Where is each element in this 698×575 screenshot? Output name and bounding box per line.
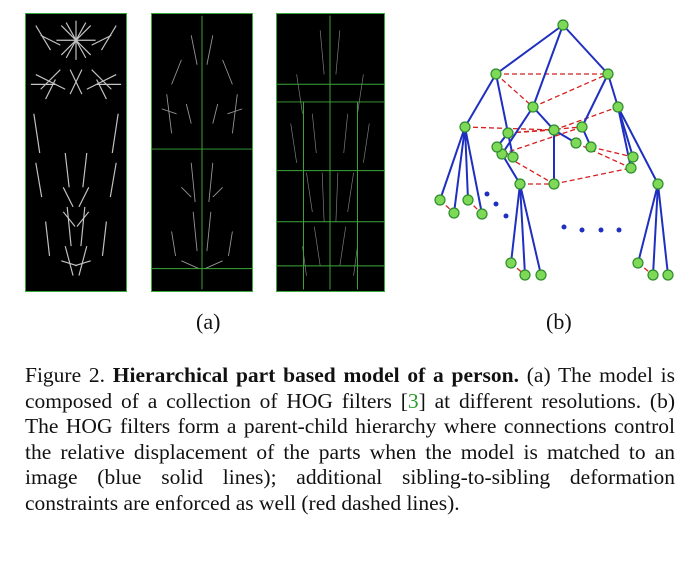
tree-edges [439, 24, 669, 276]
tree-node-F2 [647, 269, 659, 281]
tree-edge-root-L [495, 24, 564, 75]
tree-node-L [490, 68, 502, 80]
ellipsis-dots [484, 191, 622, 233]
tree-node-B1 [505, 257, 517, 269]
tree-edge-L1-LL1 [439, 126, 466, 201]
tree-edge-R2-RR4 [617, 106, 659, 185]
tree-node-MM3 [570, 137, 582, 149]
hog-glyphs-coarse [30, 20, 122, 276]
sibling-edge-MM3-RR3 [575, 142, 632, 169]
sibling-edge-RR1-RR2 [590, 146, 634, 158]
tree-edge-L-L1 [464, 73, 497, 128]
ellipsis-dot-5 [598, 227, 604, 233]
ellipsis-dot-3 [561, 224, 567, 230]
tree-edge-R-R2 [607, 73, 619, 108]
hog-filter-coarse [25, 13, 127, 292]
hog-filter-fine [276, 13, 385, 292]
ellipsis-dot-2 [503, 213, 509, 219]
tree-node-M2 [548, 124, 560, 136]
tree-edge-RR4-F1 [637, 183, 659, 264]
tree-node-R1 [576, 121, 588, 133]
citation-link[interactable]: 3 [407, 388, 419, 413]
tree-edge-M-M1 [501, 106, 534, 155]
tree-node-L1 [459, 121, 471, 133]
tree-edge-L1-LL3 [464, 126, 469, 201]
tree-edge-root-R [562, 24, 609, 75]
tree-node-LL3 [462, 194, 474, 206]
tree-node-RR1 [585, 141, 597, 153]
tree-edge-root-M [532, 24, 564, 108]
tree-edge-L-L2 [495, 73, 509, 134]
panel-label-b: (b) [546, 309, 572, 334]
tree-node-LL1 [434, 194, 446, 206]
tree-node-LM1 [491, 141, 503, 153]
caption-title: Hierarchical part based model of a perso… [112, 363, 519, 387]
figure-caption: Figure 2. Hierarchical part based model … [25, 363, 675, 516]
tree-node-RR3 [625, 162, 637, 174]
tree-edge-L1-LL4 [464, 126, 483, 215]
tree-node-root [557, 19, 569, 31]
hog-filter-medium [151, 13, 253, 292]
ellipsis-dot-0 [484, 191, 490, 197]
tree-node-LL4 [476, 208, 488, 220]
part-hierarchy-tree [434, 19, 674, 281]
tree-node-B3 [535, 269, 547, 281]
tree-node-RR4 [652, 178, 664, 190]
ellipsis-dot-4 [579, 227, 585, 233]
tree-edge-RR4-F2 [652, 183, 659, 276]
tree-node-MM1 [514, 178, 526, 190]
tree-node-L2 [502, 127, 514, 139]
tree-node-RR2 [627, 151, 639, 163]
panel-label-a: (a) [196, 309, 221, 334]
sibling-edge-L-M [495, 73, 534, 108]
tree-node-R [602, 68, 614, 80]
hog-glyphs-fine [277, 15, 384, 290]
tree-edge-M1-MM1 [501, 153, 521, 185]
tree-node-M [527, 101, 539, 113]
hog-glyphs-medium [152, 15, 252, 290]
caption-text-1: (a) The model is composed of a collectio… [25, 363, 676, 413]
tree-nodes [434, 19, 674, 281]
tree-edge-MM1-B3 [519, 183, 542, 276]
figure-2: (a) (b) [25, 13, 674, 334]
tree-node-B2 [519, 269, 531, 281]
tree-edge-L1-LL2 [453, 126, 466, 214]
sibling-edge-L2-M2 [507, 129, 555, 134]
sibling-edge-MM2-RR3 [553, 167, 632, 185]
tree-node-F3 [662, 269, 674, 281]
ellipsis-dot-1 [493, 201, 499, 207]
tree-edge-RR4-F3 [657, 183, 669, 276]
tree-node-LL2 [448, 207, 460, 219]
sibling-edge-M-R [532, 73, 609, 108]
caption-text-2: ] at different resolutions. (b) The HOG … [25, 388, 675, 515]
tree-edge-MM1-B1 [510, 183, 521, 264]
ellipsis-dot-6 [616, 227, 622, 233]
tree-edge-MM1-B2 [519, 183, 526, 276]
tree-node-F1 [632, 257, 644, 269]
tree-node-MM2 [548, 178, 560, 190]
tree-edge-R-R1 [581, 73, 609, 128]
tree-node-R2 [612, 101, 624, 113]
figure-label: Figure 2. [25, 363, 106, 387]
tree-node-LM2 [507, 151, 519, 163]
sibling-edge-M1-R1 [501, 126, 583, 155]
